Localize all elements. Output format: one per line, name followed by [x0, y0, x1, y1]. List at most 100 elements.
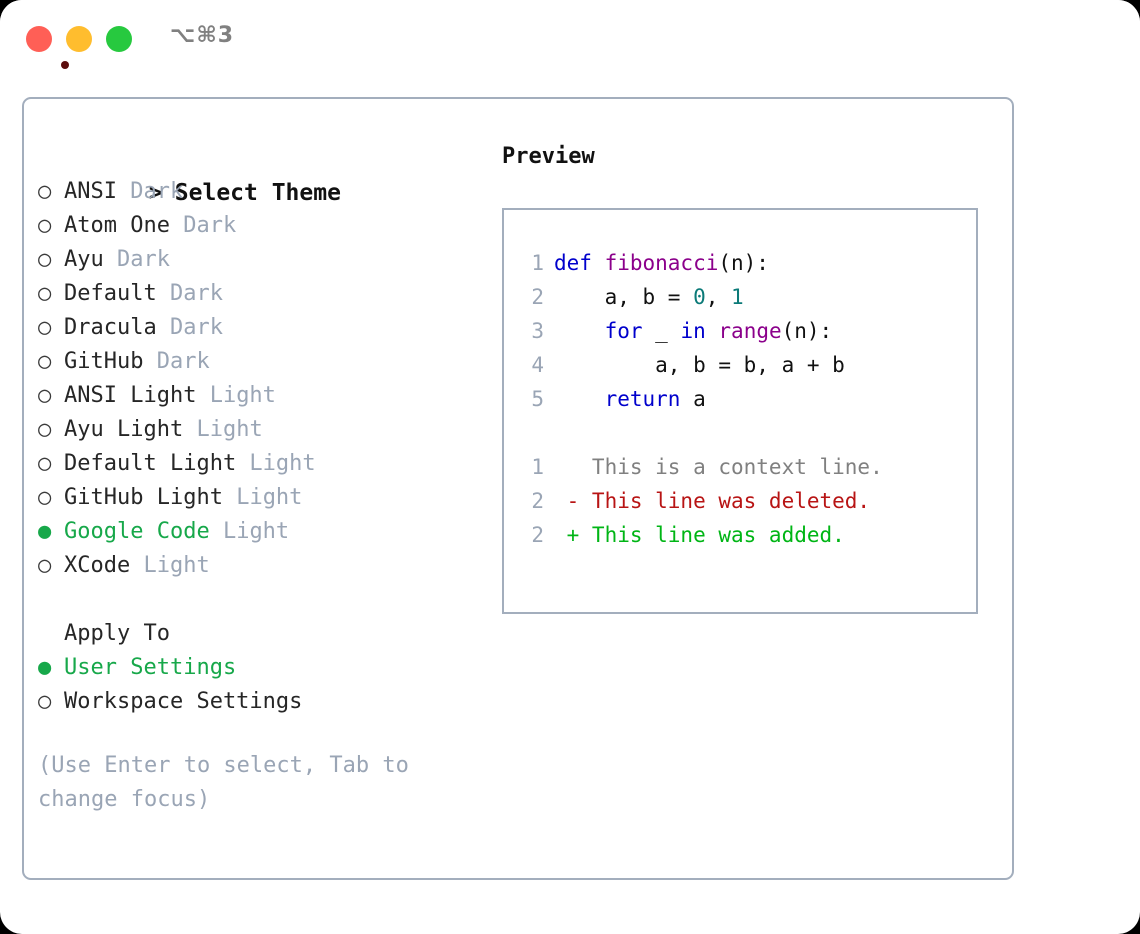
diff-line: 2 - This line was deleted. [516, 484, 976, 518]
theme-variant-tag: Dark [156, 315, 223, 340]
theme-list-item[interactable]: ○XCode Light [38, 549, 478, 583]
theme-name-label: GitHub [64, 349, 144, 374]
theme-variant-tag: Light [236, 451, 316, 476]
code-token: range [718, 319, 782, 343]
code-line: 5 return a [516, 382, 976, 416]
code-token [554, 387, 605, 411]
theme-variant-tag: Light [183, 417, 263, 442]
code-line: 2 a, b = 0, 1 [516, 280, 976, 314]
line-number: 1 [531, 455, 544, 479]
prompt-caret-icon: > [148, 180, 163, 206]
title-bar: ⌥⌘3 [0, 0, 1140, 78]
theme-variant-tag: Light [209, 519, 290, 544]
code-token: a [680, 387, 706, 411]
code-token [706, 319, 719, 343]
theme-list-item[interactable]: ○ GitHub Light Light [38, 481, 478, 515]
select-theme-header: > Select Theme [38, 139, 478, 206]
theme-variant-tag: Light [222, 485, 303, 510]
radio-unselected-icon: ○ [38, 281, 52, 306]
radio-selected-icon: ● [38, 655, 52, 680]
code-token: fibonacci [604, 251, 719, 275]
apply-to-item[interactable]: ○Workspace Settings [38, 685, 478, 719]
line-number: 2 [531, 285, 544, 309]
theme-name-label: ANSI [64, 179, 117, 204]
line-number: 5 [531, 387, 544, 411]
theme-name-label: Ayu Light [64, 417, 184, 442]
theme-name-label: Default [64, 281, 157, 306]
apply-to-item[interactable]: ● User Settings [38, 651, 478, 685]
line-number: 3 [531, 319, 544, 343]
code-token: in [680, 319, 706, 343]
theme-name-label: GitHub Light [64, 485, 223, 510]
theme-list-item[interactable]: ○ANSI Light Light [38, 379, 478, 413]
theme-list-item[interactable]: ○GitHub Dark [38, 345, 478, 379]
preview-title: Preview [502, 144, 595, 169]
code-token: a, b = b, a + b [554, 353, 845, 377]
theme-name-label: ANSI Light [64, 383, 197, 408]
zoom-button-icon[interactable] [106, 26, 132, 52]
theme-variant-tag: Dark [156, 281, 223, 306]
radio-unselected-icon: ○ [38, 451, 52, 476]
theme-variant-tag: Dark [143, 349, 210, 374]
theme-list: ○ANSI Dark○Atom One Dark○Ayu Dark○Defaul… [38, 175, 478, 583]
theme-list-item[interactable]: ○Ayu Dark [38, 243, 478, 277]
minimize-button-icon[interactable] [66, 26, 92, 52]
theme-name-label: Google Code [64, 519, 210, 544]
radio-unselected-icon: ○ [38, 179, 52, 204]
theme-name-label: Default Light [64, 451, 237, 476]
close-dot-icon [61, 61, 69, 69]
theme-variant-tag: Dark [103, 247, 170, 272]
theme-name-label: Atom One [64, 213, 170, 238]
line-number: 1 [531, 251, 544, 275]
theme-name-label: Ayu [64, 247, 104, 272]
theme-name-label: Dracula [64, 315, 157, 340]
radio-unselected-icon: ○ [38, 485, 52, 510]
code-token: , [705, 285, 732, 309]
radio-selected-icon: ● [38, 519, 52, 544]
diff-line: 2 + This line was added. [516, 518, 976, 552]
radio-unselected-icon: ○ [38, 689, 52, 714]
keyboard-hint-text: (Use Enter to select, Tab to change focu… [38, 753, 423, 812]
diff-sample: 1 This is a context line.2 - This line w… [516, 450, 976, 552]
theme-list-item[interactable]: ● Google Code Light [38, 515, 478, 549]
theme-picker-column: >Select Theme ○ANSI Dark○Atom One Dark○A… [38, 139, 478, 817]
diff-line: 1 This is a context line. [516, 450, 976, 484]
close-button-icon[interactable] [26, 26, 69, 69]
select-theme-header-label: Select Theme [174, 180, 341, 206]
section-spacer [38, 583, 478, 617]
theme-list-item[interactable]: ○ Dracula Dark [38, 311, 478, 345]
theme-variant-tag: Dark [169, 213, 237, 238]
apply-to-header: Apply To [64, 621, 170, 646]
radio-unselected-icon: ○ [38, 315, 52, 340]
code-token: def [554, 251, 605, 275]
radio-unselected-icon: ○ [38, 553, 52, 578]
code-token: (n): [718, 251, 769, 275]
theme-list-item[interactable]: ○Atom One Dark [38, 209, 478, 243]
code-line: 3 for _ in range(n): [516, 314, 976, 348]
code-token [554, 319, 605, 343]
code-token: for [604, 319, 643, 343]
code-token: (n): [781, 319, 833, 343]
theme-list-item[interactable]: ○ Ayu Light Light [38, 413, 478, 447]
code-token: 1 [731, 285, 744, 309]
code-token: 0 [693, 285, 706, 309]
main-panel: >Select Theme ○ANSI Dark○Atom One Dark○A… [22, 97, 1014, 880]
code-token: _ [642, 319, 681, 343]
apply-to-label: User Settings [64, 655, 237, 680]
theme-name-label: XCode [64, 553, 131, 578]
theme-list-item[interactable]: ○ ANSI Dark [38, 175, 478, 209]
line-number: 4 [531, 353, 544, 377]
theme-list-item[interactable]: ○ Default Dark [38, 277, 478, 311]
radio-unselected-icon: ○ [38, 417, 52, 442]
theme-list-item[interactable]: ○ Default Light Light [38, 447, 478, 481]
code-line: 1 def fibonacci(n): [516, 246, 976, 280]
code-token: a, b = [554, 285, 694, 309]
code-diff-spacer [516, 416, 976, 450]
radio-unselected-icon: ○ [38, 383, 52, 408]
line-number: 2 [531, 489, 544, 513]
theme-variant-tag: Dark [116, 179, 184, 204]
